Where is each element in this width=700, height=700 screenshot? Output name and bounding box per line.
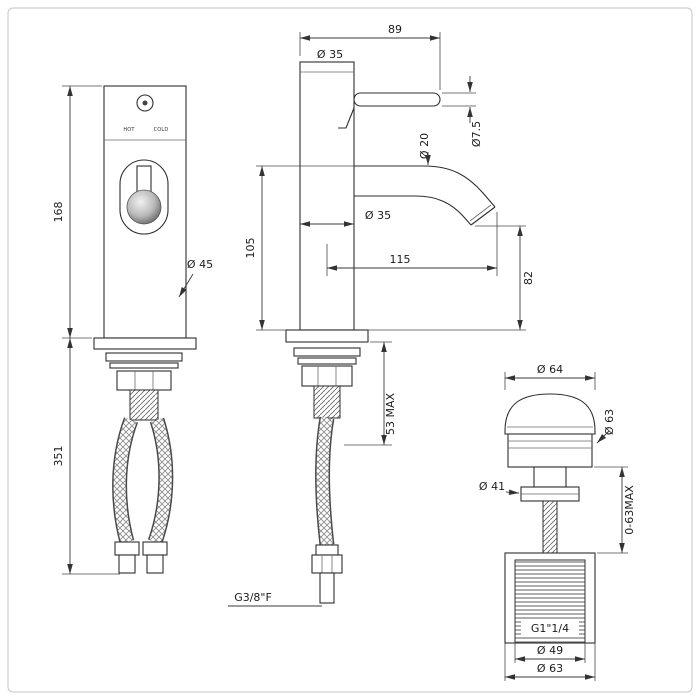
handle-ball (126, 189, 162, 225)
side-view: 89 Ø 35 Ø7.5 Ø 20 Ø 35 105 115 82 53 M (228, 23, 535, 607)
handle-stem (136, 165, 152, 193)
front-view: HOT COLD 168 351 Ø 45 (52, 85, 213, 575)
thread-label-box (521, 619, 579, 636)
dim-outlet-height: 82 (522, 271, 535, 285)
leader-flange (505, 489, 520, 496)
dim-adjustment-range: 0-63MAX (623, 485, 636, 535)
washer-front (105, 352, 183, 362)
gasket-side (297, 357, 357, 365)
waste-stem (533, 466, 567, 488)
hose-side-braid (316, 416, 333, 546)
top-button-dot (142, 100, 148, 106)
base-flange-front (93, 337, 197, 350)
dim-top-diameter: Ø 35 (317, 48, 343, 61)
dim-lever-diameter: Ø7.5 (470, 121, 483, 147)
leader-base-diameter (178, 273, 194, 298)
dim-flange-diameter: Ø 41 (479, 480, 505, 493)
dim-spout-height: 105 (244, 238, 257, 259)
cold-label: COLD (154, 127, 169, 133)
dim-max-deck-thickness: 53 MAX (384, 393, 397, 436)
outlet-thread-label: G1"1/4 (531, 622, 569, 635)
hose-left-tube (118, 554, 136, 574)
lever-collar (338, 107, 355, 129)
hose-right-nut (142, 541, 168, 556)
lever-handle (353, 92, 441, 107)
spout-end-face (470, 206, 496, 226)
dim-351: 351 (52, 446, 65, 467)
dim-spout-tube-diameter: Ø 20 (418, 133, 431, 159)
dim-168: 168 (52, 202, 65, 223)
hose-right-tube (146, 554, 164, 574)
hose-left-nut (114, 541, 140, 556)
base-flange-side (285, 329, 369, 343)
waste-threaded-tail (542, 500, 558, 554)
waste-cap (504, 393, 596, 435)
mounting-nut-side (301, 365, 353, 387)
hose-end-tube (319, 572, 335, 604)
mounting-nut-front (116, 370, 172, 391)
hose-end-nut (311, 554, 343, 574)
hot-label: HOT (123, 127, 135, 133)
dim-base-diameter: Ø 45 (187, 258, 213, 271)
spout-end-inner (469, 204, 492, 222)
waste-upper-body (507, 433, 593, 468)
washer-side (293, 347, 361, 357)
faucet-body-side (299, 61, 355, 331)
threaded-shank-front (129, 389, 159, 421)
waste-view: Ø 64 Ø 63 Ø 41 0-63MAX G1"1/4 Ø 49 Ø (479, 363, 636, 681)
inlet-thread-label: G3/8"F (234, 591, 272, 604)
dim-body-diameter: Ø 35 (365, 209, 391, 222)
hose-collar (315, 544, 339, 556)
spout-bottom-edge (354, 195, 472, 226)
hose-right-braid (149, 418, 172, 544)
top-button (136, 94, 154, 112)
dim-depth: 89 (388, 23, 402, 36)
spout-top-edge (354, 165, 496, 208)
gasket-front (109, 362, 179, 369)
dim-outer-diameter: Ø 63 (537, 662, 563, 675)
dim-cap-diameter: Ø 64 (537, 363, 563, 376)
dim-upper-body-diameter: Ø 63 (603, 409, 616, 435)
dim-inner-diameter: Ø 49 (537, 644, 563, 657)
threaded-shank-side (313, 385, 341, 419)
leader-upper-body (596, 430, 610, 444)
hose-left-braid (113, 417, 137, 544)
dim-spout-reach: 115 (390, 253, 411, 266)
